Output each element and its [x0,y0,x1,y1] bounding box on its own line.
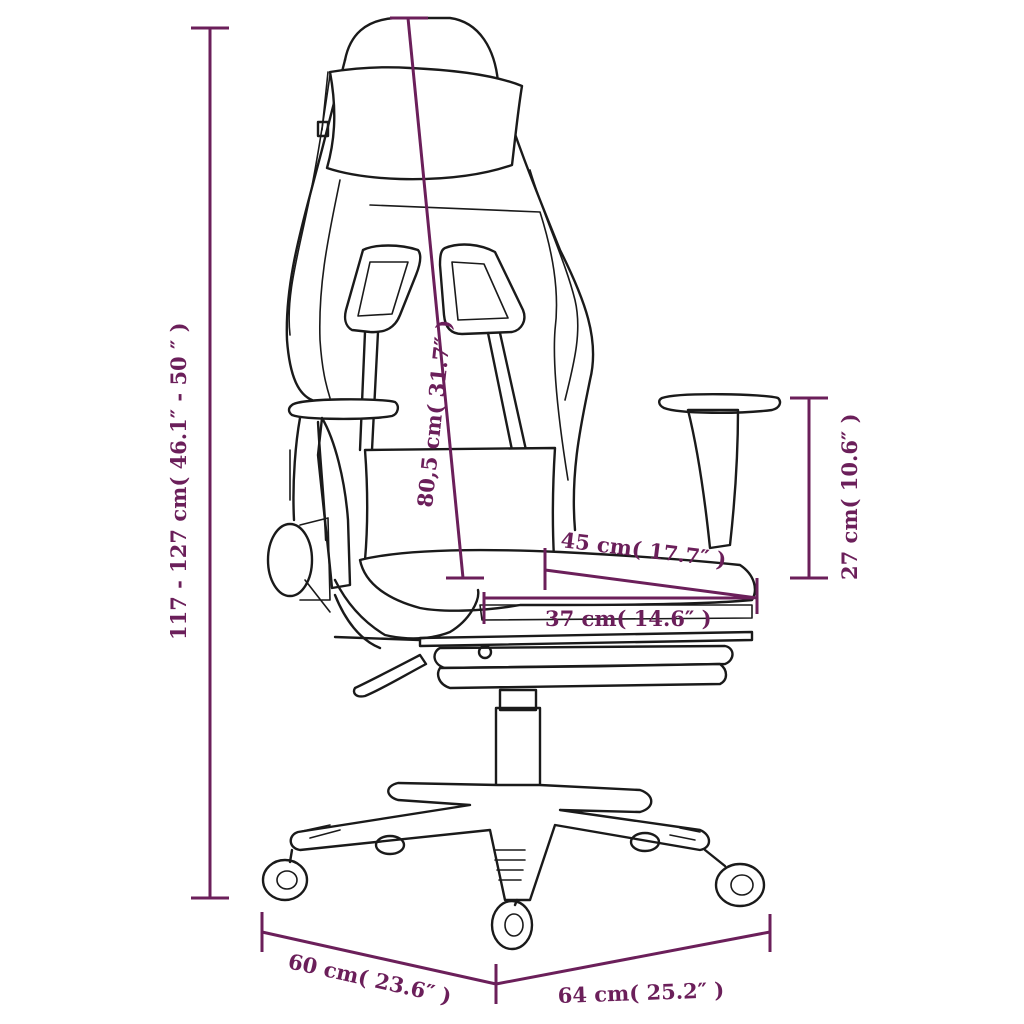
left-armrest-post-back [292,416,328,542]
right-belt-hole [438,243,526,336]
pillow-buckle [316,120,330,138]
dimension-lines [191,16,828,1004]
headrest-pillow [325,66,524,181]
dim-seat-width [482,592,754,624]
dim-total-height [191,26,229,900]
star-base [289,781,711,902]
chair-drawing [261,16,782,951]
right-belt-hole-inner [451,261,509,321]
recline-mechanism [299,517,331,613]
right-armrest-post [686,408,740,550]
dim-seat-depth [543,548,759,614]
left-strut-a [358,330,367,452]
left-bolster-inner [318,179,341,399]
right-armrest-pad [658,393,782,414]
caster-front-right [703,848,766,908]
gas-lever [352,653,428,698]
seat-front-lip [479,604,753,621]
seat-frame-curve [333,593,382,650]
base-front-leg-detail [494,849,526,881]
label-armrest-height: 27 cm( 10.6″ ) [837,413,862,580]
backrest-front-panel [369,204,569,481]
left-strut-b [370,330,380,452]
seat-side-left [333,578,480,640]
backrest-top [343,16,500,84]
dim-armrest-height [790,396,828,580]
base-leg-right-detail [669,827,701,841]
label-base-depth: 60 cm( 23.6″ ) [286,948,454,1008]
backrest-right-edge [496,80,595,532]
footrest-pad [433,644,734,670]
footrest-bar [418,630,754,648]
label-total-height: 117 - 127 cm( 46.1″ - 50 ″ ) [166,322,191,640]
right-strut-a [486,331,514,452]
backrest-left-edge [285,58,347,402]
left-armrest-pad [287,398,400,421]
caster-front-center [490,898,534,951]
recline-knob [266,522,314,598]
footrest-rod [333,635,422,642]
left-belt-hole [343,244,422,334]
caster-back-left [374,834,406,856]
label-base-width: 64 cm( 25.2″ ) [557,977,724,1008]
base-leg-left-detail [297,824,341,839]
tilt-mechanism [436,662,728,690]
left-armrest-post [316,416,352,590]
footrest-joint [477,644,493,660]
label-seat-width: 37 cm( 14.6″ ) [545,606,712,631]
caster-back-right [629,831,661,853]
left-belt-hole-inner [357,261,409,317]
cylinder-cover [498,688,538,712]
right-strut-b [498,331,528,452]
seat-cushion [358,548,756,612]
right-bolster [529,169,579,401]
caster-front-left [261,848,309,902]
gas-cylinder [494,706,542,790]
dim-base-width [495,914,772,986]
dim-backrest-height [390,16,484,580]
pillow-strap [321,71,329,131]
